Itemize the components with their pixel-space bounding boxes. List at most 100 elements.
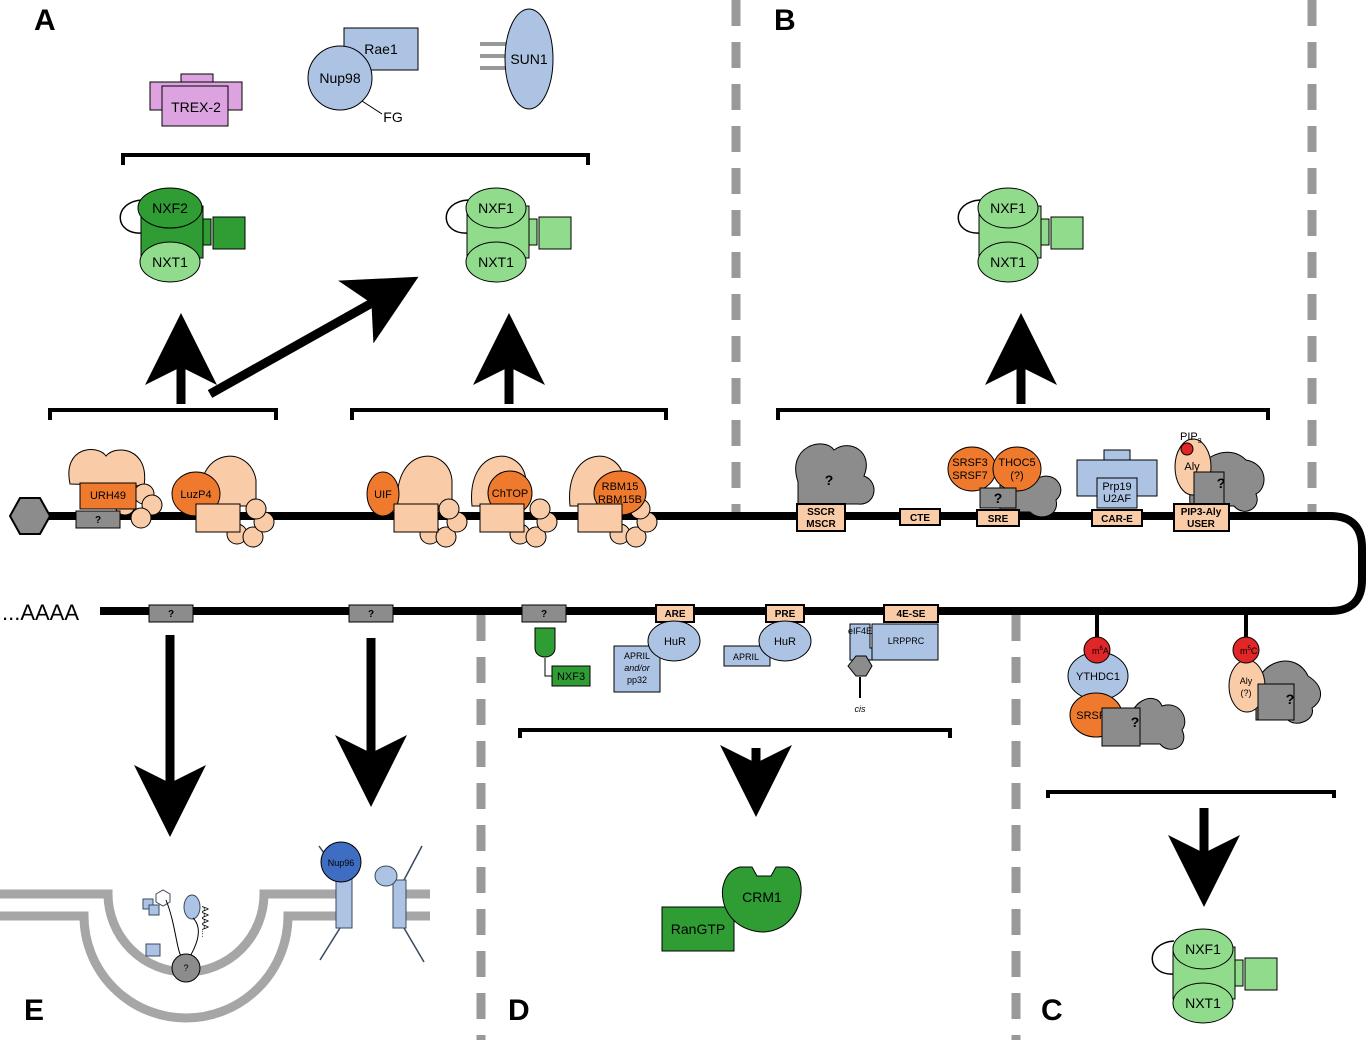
4e-se-label: 4E-SE (897, 609, 926, 620)
user-label: USER (1187, 519, 1216, 530)
nxf3-complex: ? NXF3 (521, 604, 591, 687)
and-or-label: and/or (624, 663, 651, 673)
pip3-label: PIP3 (1180, 431, 1202, 445)
pip3-aly-label: PIP3-Aly (1181, 507, 1222, 518)
svg-text:?: ? (168, 609, 174, 620)
cte-element: CTE (899, 508, 941, 526)
luzp4-label: LuzP4 (180, 489, 211, 501)
aly-uncertain-label: (?) (1241, 688, 1252, 698)
sun1-protein: SUN1 (480, 8, 554, 110)
ythdc1-label: YTHDC1 (1076, 671, 1120, 683)
nxt1-label: NXT1 (990, 254, 1026, 270)
april-label: APRIL (624, 651, 650, 661)
polya-tail-label: ...AAAA (2, 600, 79, 625)
uif-label: UIF (374, 489, 392, 501)
export-arrows (134, 276, 1240, 907)
chtop-label: ChTOP (492, 488, 528, 500)
u2af-label: U2AF (1103, 493, 1131, 505)
urh49-complex: URH49 ? (68, 449, 163, 529)
unknown-factor-label: ? (1217, 475, 1226, 491)
polya-label: AAAA... (200, 906, 210, 938)
svg-text:?: ? (368, 609, 374, 620)
rangtp-label: RanGTP (671, 921, 725, 937)
care-label: CAR-E (1101, 514, 1133, 525)
m5c-complex: ? Aly (?) m5C (1228, 615, 1321, 724)
pip3-aly-complex: ? Aly PIP3 PIP3-Aly USER (1173, 431, 1265, 532)
pre-complex: PRE APRIL HuR (723, 604, 812, 667)
thoc5-label: THOC5 (998, 457, 1035, 469)
nxf2-nxt1-receptor: NXF2 NXT1 (119, 187, 246, 283)
nxf3-label: NXF3 (557, 671, 585, 683)
nxf1-nxt1-receptor-b: NXF1 NXT1 (957, 187, 1084, 283)
nxf1-nxt1-receptor-a: NXF1 NXT1 (445, 187, 572, 283)
4e-se-complex: 4E-SE eIF4E LRPPRC cis (847, 604, 939, 714)
chtop-complex: ChTOP (471, 455, 558, 548)
urh49-label: URH49 (90, 490, 126, 502)
svg-text:?: ? (541, 609, 547, 620)
mscr-label: MSCR (806, 519, 836, 530)
bracket-top-a (121, 153, 590, 165)
mrna-strand (28, 512, 1366, 615)
april-label: APRIL (733, 652, 759, 662)
nup96-label: Nup96 (328, 858, 355, 868)
eif4e-label: eIF4E (848, 626, 872, 636)
trex2-complex: TREX-2 (149, 73, 243, 127)
nxf2-label: NXF2 (152, 200, 188, 216)
m6a-complex: YTHDC1 m6A SRSF3 ? (1067, 615, 1186, 750)
rbm15-complex: RBM15 RBM15B (569, 455, 658, 548)
are-complex: ARE HuR APRIL and/or pp32 (613, 604, 701, 693)
cte-label: CTE (910, 513, 930, 524)
hur-label: HuR (774, 636, 796, 648)
m5c-label: m5C (1240, 646, 1258, 656)
luzp4-complex: LuzP4 (171, 455, 275, 548)
sscr-label: SSCR (807, 507, 836, 518)
uif-complex: UIF (366, 455, 468, 548)
aly-label: Aly (1240, 676, 1253, 686)
lrpprc-label: LRPPRC (888, 636, 925, 646)
panel-letter-d: D (508, 994, 530, 1027)
unknown-element-2: ? (348, 604, 394, 623)
aly-label: Aly (1184, 461, 1200, 473)
rbm15b-label: RBM15B (598, 494, 642, 506)
cis-label: cis (855, 704, 866, 714)
trex2-label: TREX-2 (171, 99, 221, 115)
nxt1-label: NXT1 (478, 254, 514, 270)
panel-letter-b: B (774, 4, 796, 37)
m6a-label: m6A (1092, 646, 1109, 656)
care-complex: Prp19 U2AF CAR-E (1076, 449, 1158, 527)
nxt1-label: NXT1 (152, 254, 188, 270)
unknown-element-label: ? (95, 515, 101, 526)
nxf1-label: NXF1 (478, 200, 514, 216)
nxf1-label: NXF1 (1185, 941, 1221, 957)
panel-letter-e: E (24, 994, 44, 1027)
unknown-factor-label: ? (183, 963, 188, 973)
sscr-mscr-complex: ? SSCR MSCR (795, 443, 875, 532)
unknown-factor-label: ? (1286, 691, 1295, 707)
nuclear-envelope (0, 889, 430, 1023)
cap-hexagon-icon (8, 497, 52, 535)
nuclear-pore-complex: Nup96 (318, 841, 425, 963)
nxt1-label: NXT1 (1185, 995, 1221, 1011)
unknown-factor-label: ? (994, 490, 1003, 506)
hur-label: HuR (664, 636, 686, 648)
brackets (48, 408, 1336, 798)
rae1-label: Rae1 (364, 41, 398, 57)
nxf1-label: NXF1 (990, 200, 1026, 216)
panel-letter-a: A (34, 4, 56, 37)
are-label: ARE (664, 609, 685, 620)
sre-label: SRE (988, 514, 1009, 525)
thoc5-uncertain-label: (?) (1010, 470, 1023, 482)
fg-label: FG (383, 109, 402, 125)
rbm15-label: RBM15 (602, 481, 639, 493)
unknown-element-1: ? (148, 604, 194, 623)
panel-letter-c: C (1041, 994, 1063, 1027)
pre-label: PRE (775, 609, 796, 620)
crm1-rangtp-complex: RanGTP CRM1 (661, 866, 802, 952)
nup98-label: Nup98 (319, 70, 360, 86)
prp19-label: Prp19 (1102, 481, 1131, 493)
sre-complex: SRSF3 SRSF7 THOC5 (?) ? SRE (947, 446, 1062, 527)
srsf7-label: SRSF7 (952, 470, 987, 482)
unknown-factor-label: ? (825, 472, 834, 488)
panel-dividers (476, 0, 1317, 1040)
